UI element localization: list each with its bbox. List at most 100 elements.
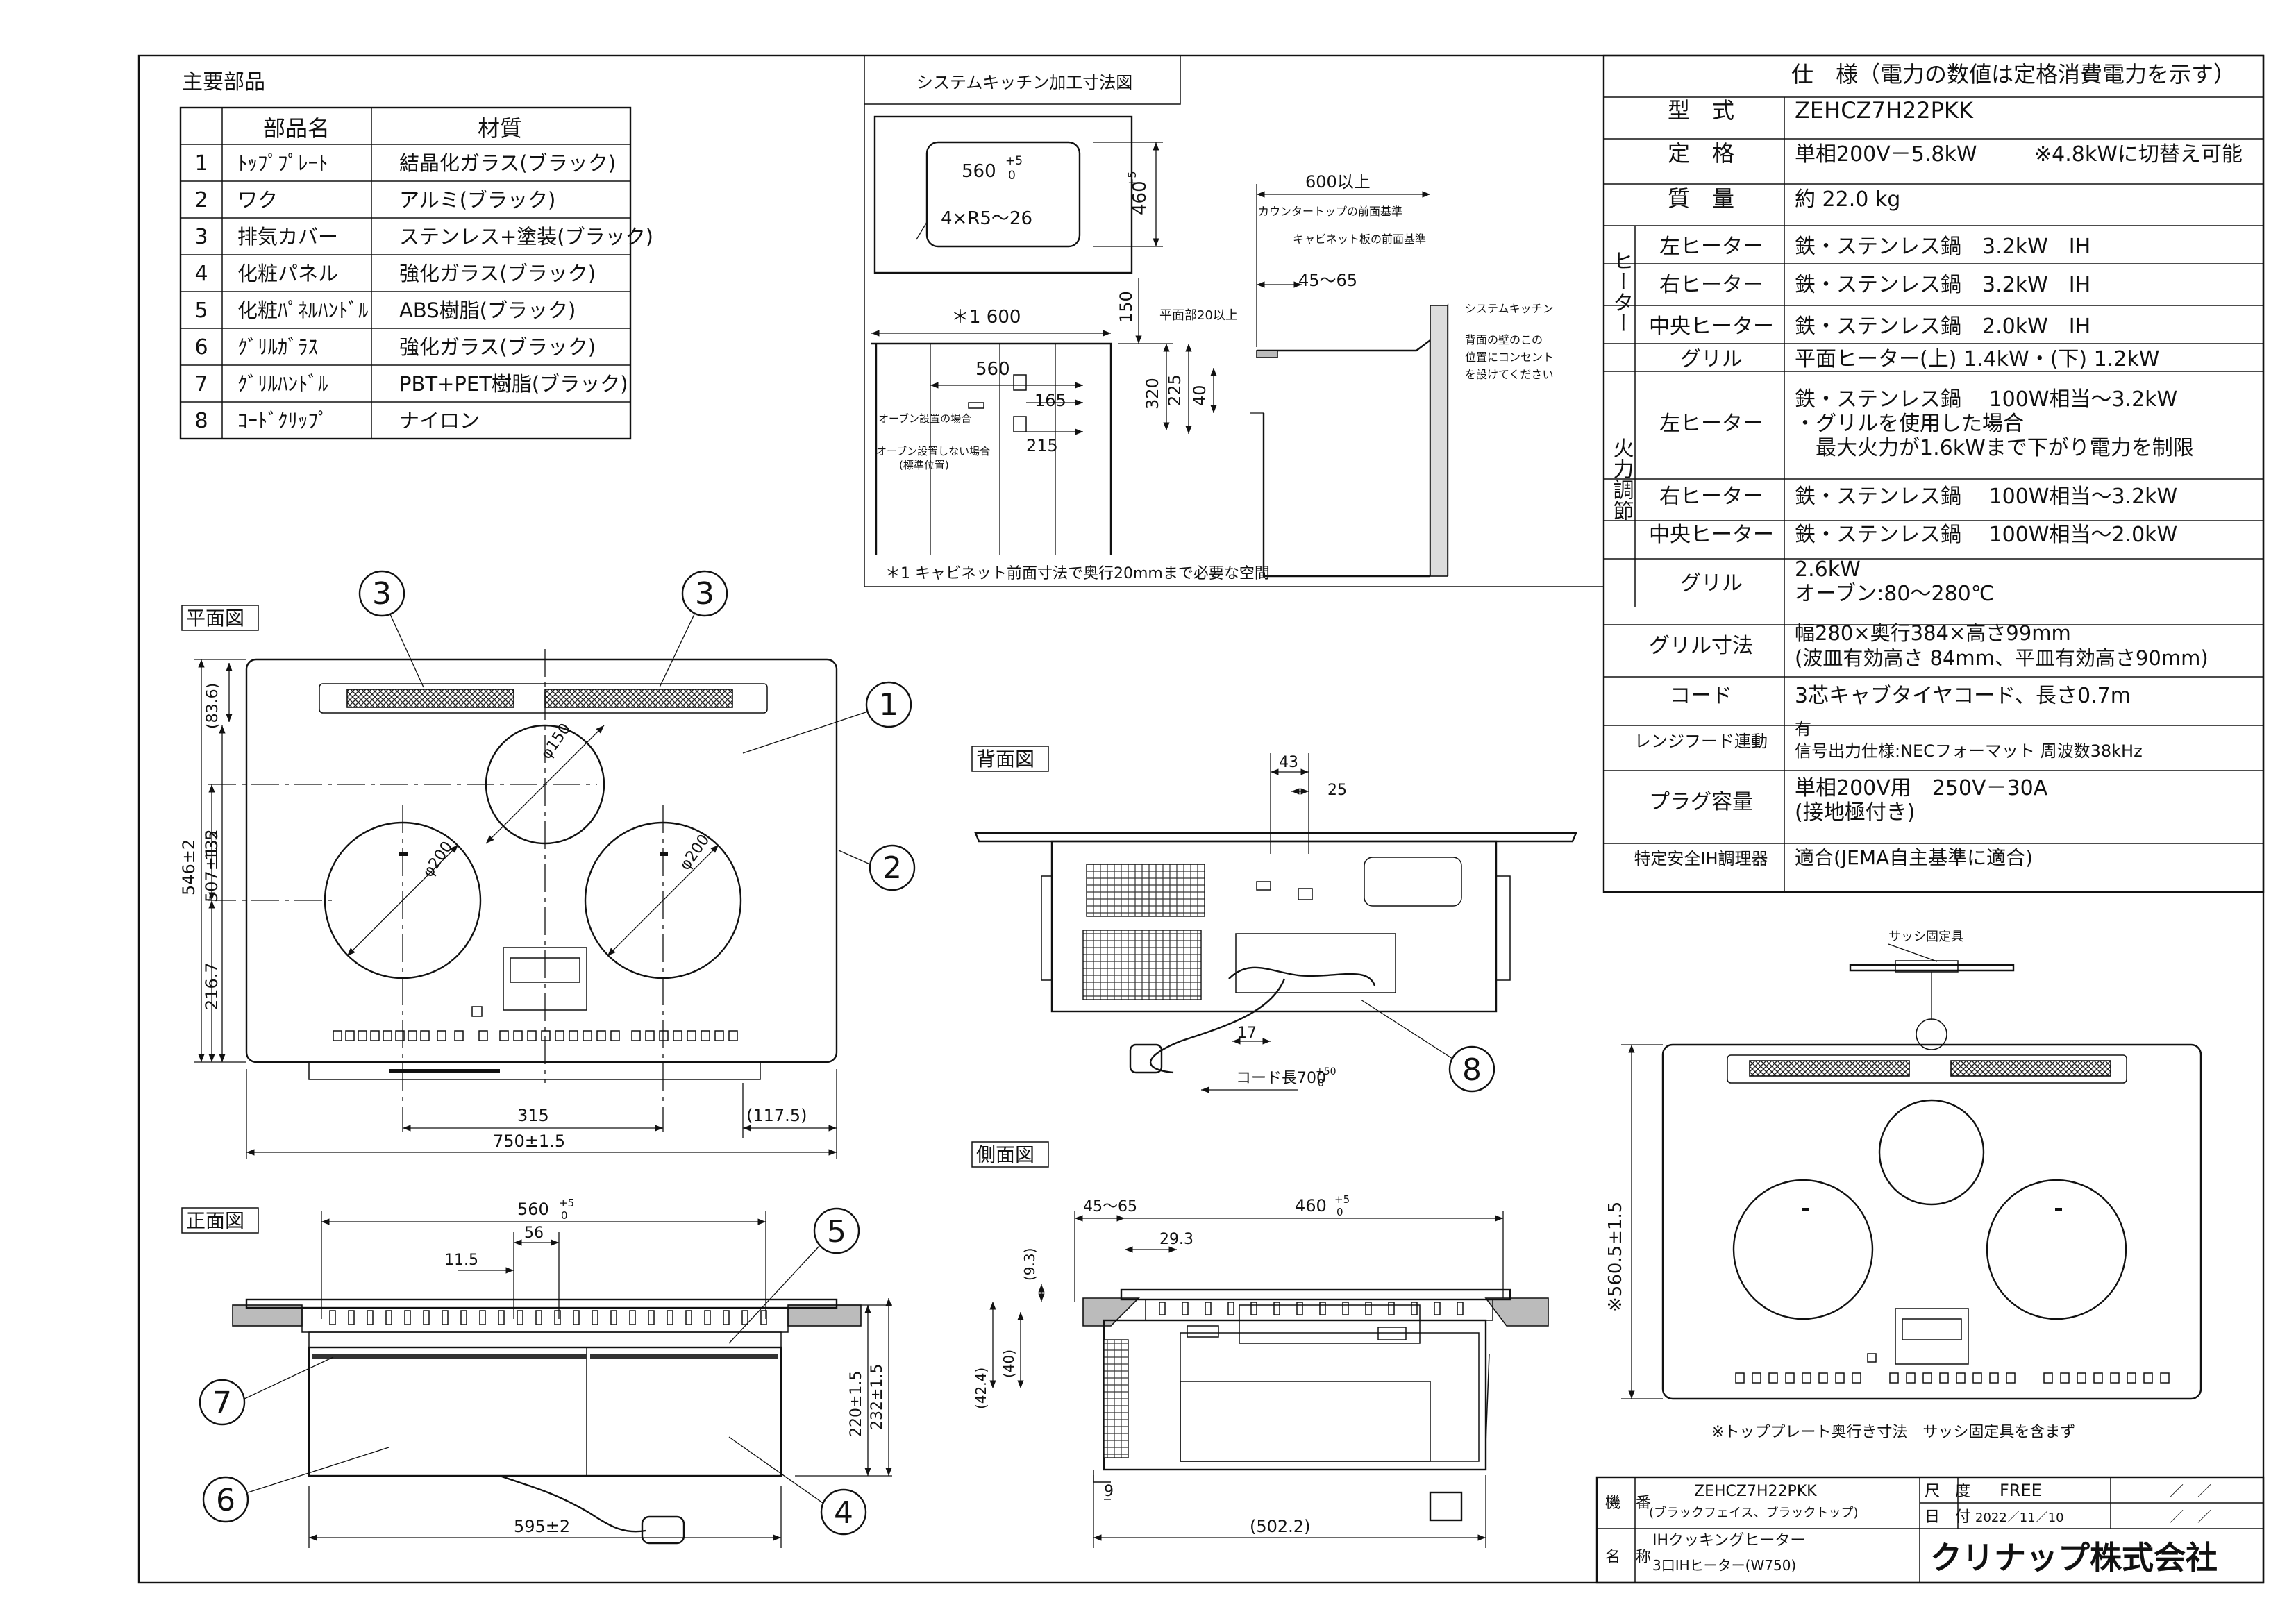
svg-text:※560.5±1.5: ※560.5±1.5: [1605, 1202, 1626, 1312]
front-panel: [308, 1346, 782, 1477]
svg-text:鉄・ステンレス鍋 100W相当～3.2kW: 鉄・ステンレス鍋 100W相当～3.2kW: [1795, 387, 2177, 412]
part-name: 化粧ﾊﾟﾈﾙﾊﾝﾄﾞﾙ: [237, 298, 369, 322]
svg-text:有: 有: [1795, 719, 1811, 739]
svg-text:火力調節: 火力調節: [1609, 437, 1634, 521]
svg-text:グリル寸法: グリル寸法: [1649, 634, 1753, 658]
part-material: アルミ(ブラック): [399, 188, 555, 212]
touch-key: [687, 1030, 696, 1041]
svg-text:132: 132: [202, 829, 221, 861]
touch-key: [659, 1030, 669, 1041]
col-part-name: 部品名: [263, 115, 330, 142]
svg-text:サッシ固定具: サッシ固定具: [1888, 930, 1963, 944]
svg-text:546±2: 546±2: [179, 839, 199, 895]
touch-key: [437, 1030, 446, 1041]
svg-text:2022／11／10: 2022／11／10: [1975, 1511, 2064, 1525]
parts-table-heading: 主要部品: [182, 70, 265, 94]
svg-text:※トッププレート奥行き寸法 サッシ固定具を含まず: ※トッププレート奥行き寸法 サッシ固定具を含まず: [1711, 1424, 2075, 1441]
svg-text:幅280×奥行384×高さ99mm: 幅280×奥行384×高さ99mm: [1795, 621, 2071, 645]
svg-text:鉄・ステンレス鍋 100W相当～3.2kW: 鉄・ステンレス鍋 100W相当～3.2kW: [1795, 485, 2177, 509]
svg-text:単相200V用 250V－30A: 単相200V用 250V－30A: [1795, 776, 2048, 800]
touch-key: [541, 1030, 551, 1041]
svg-text:平面部20以上: 平面部20以上: [1159, 308, 1238, 323]
front-view: 正面図 560 +5 0 56 11.5 220±1.5 232±1.5 5: [181, 1197, 892, 1548]
part-no: 8: [194, 409, 208, 433]
touch-key: [1835, 1372, 1845, 1384]
touch-key: [1802, 1372, 1811, 1384]
svg-text:鉄・ステンレス鍋 100W相当～2.0kW: 鉄・ステンレス鍋 100W相当～2.0kW: [1795, 523, 2177, 547]
svg-text:(83.6): (83.6): [204, 683, 221, 729]
svg-text:0: 0: [561, 1209, 568, 1222]
svg-text:0: 0: [1008, 169, 1016, 183]
side-view-label: 側面図: [976, 1143, 1034, 1166]
svg-text:オーブン設置しない場合: オーブン設置しない場合: [876, 445, 990, 457]
touch-key: [673, 1030, 682, 1041]
touch-key: [345, 1030, 355, 1041]
heater-label: 左ヒーター: [1659, 235, 1763, 259]
touch-key: [1922, 1372, 1932, 1384]
touch-key: [2110, 1372, 2120, 1384]
svg-text:(502.2): (502.2): [1250, 1517, 1310, 1536]
heater-label: 右ヒーター: [1659, 273, 1763, 297]
exhaust-vent-right: [544, 689, 733, 708]
heater-value: 鉄・ステンレス鍋 3.2kW IH: [1795, 235, 2090, 259]
svg-text:+50: +50: [1316, 1066, 1336, 1077]
touch-key: [370, 1030, 380, 1041]
svg-text:ヒーター: ヒーター: [1609, 250, 1634, 333]
touch-key: [2143, 1372, 2153, 1384]
touch-key: [420, 1030, 430, 1041]
svg-text:φ200: φ200: [419, 839, 456, 881]
svg-text:φ200: φ200: [676, 832, 713, 874]
touch-key: [358, 1030, 367, 1041]
touch-key: [1768, 1372, 1778, 1384]
touch-key: [2127, 1372, 2136, 1384]
part-name: ｺｰﾄﾞｸﾘｯﾌﾟ: [237, 409, 328, 432]
callout-7: [199, 1379, 246, 1426]
part-material: ナイロン: [399, 409, 480, 432]
svg-text:名 称: 名 称: [1605, 1549, 1651, 1566]
svg-text:※4.8kWに切替え可能: ※4.8kWに切替え可能: [2034, 142, 2243, 167]
touch-key: [1939, 1372, 1949, 1384]
heater-value: 鉄・ステンレス鍋 3.2kW IH: [1795, 273, 2090, 297]
svg-text:(標準位置): (標準位置): [899, 459, 949, 471]
touch-key: [1735, 1372, 1745, 1384]
heater-label: 中央ヒーター: [1649, 314, 1774, 339]
svg-text:11.5: 11.5: [444, 1252, 478, 1269]
svg-text:コード長700: コード長700: [1236, 1070, 1326, 1087]
touch-key: [2060, 1372, 2070, 1384]
svg-text:＊1 キャビネット前面寸法で奥行20mmまで必要な空間: ＊1 キャビネット前面寸法で奥行20mmまで必要な空間: [885, 565, 1270, 582]
svg-text:特定安全IH調理器: 特定安全IH調理器: [1634, 849, 1768, 868]
top-plate-2: [1661, 1043, 2202, 1400]
touch-key: [583, 1030, 592, 1041]
svg-text:キャビネット板の前面基準: キャビネット板の前面基準: [1293, 233, 1426, 246]
svg-text:＊1 600: ＊1 600: [951, 307, 1021, 328]
svg-text:560: 560: [962, 161, 996, 182]
svg-text:25: 25: [1327, 782, 1347, 799]
svg-text:(117.5): (117.5): [746, 1106, 807, 1125]
svg-text:を設けてください: を設けてください: [1465, 368, 1554, 381]
svg-text:機 番: 機 番: [1605, 1495, 1651, 1512]
touch-key: [2077, 1372, 2086, 1384]
svg-text:6: 6: [216, 1483, 235, 1518]
svg-text:／ ／: ／ ／: [2170, 1483, 2211, 1499]
callout-6: [202, 1476, 249, 1523]
svg-text:適合(JEMA自主基準に適合): 適合(JEMA自主基準に適合): [1795, 846, 2033, 869]
touch-key: [555, 1030, 564, 1041]
svg-text:165: 165: [1034, 391, 1066, 410]
svg-text:560: 560: [517, 1200, 549, 1219]
part-name: ｸﾞﾘﾙﾊﾝﾄﾞﾙ: [237, 372, 328, 396]
svg-text:3: 3: [695, 576, 714, 612]
svg-text:ZEHCZ7H22PKK: ZEHCZ7H22PKK: [1795, 97, 1974, 124]
part-no: 5: [194, 298, 208, 323]
svg-text:IHクッキングヒーター: IHクッキングヒーター: [1652, 1532, 1805, 1549]
heater-label: グリル: [1680, 347, 1743, 371]
callout-5: [813, 1207, 860, 1254]
svg-text:オーブン設置の場合: オーブン設置の場合: [878, 412, 971, 425]
callout-3-right: [681, 570, 728, 617]
svg-text:(波皿有効高さ 84mm、平皿有効高さ90mm): (波皿有効高さ 84mm、平皿有効高さ90mm): [1795, 646, 2209, 670]
svg-text:40: 40: [1190, 385, 1209, 406]
callout-1: [865, 681, 912, 728]
touch-key: [596, 1030, 606, 1041]
svg-text:220±1.5: 220±1.5: [848, 1371, 865, 1437]
